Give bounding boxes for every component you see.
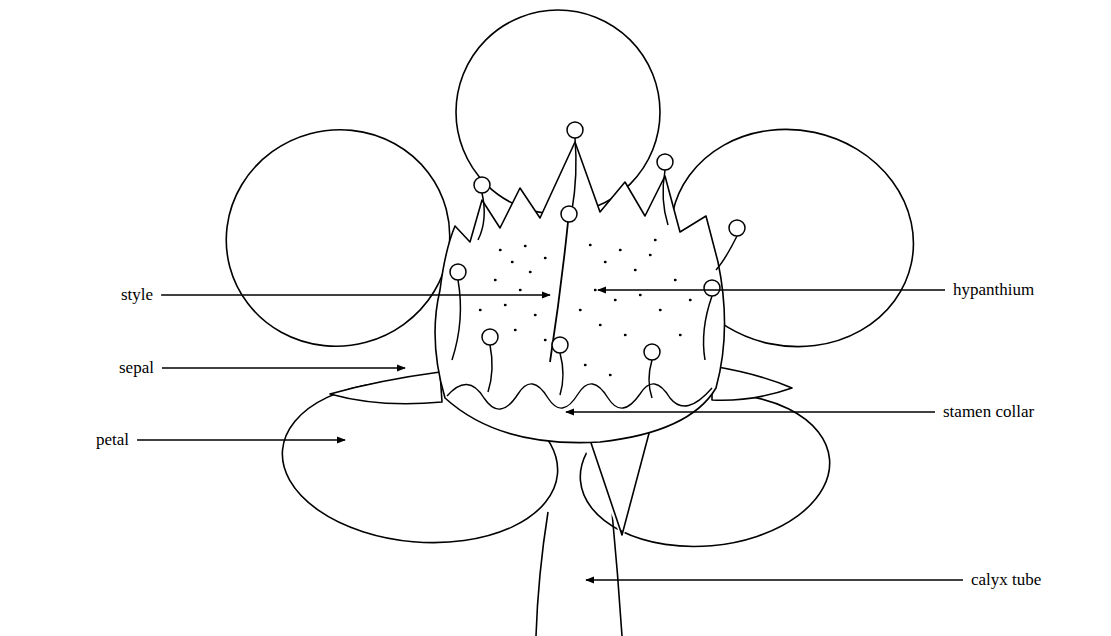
anther xyxy=(729,220,745,236)
part-label: style xyxy=(120,285,154,305)
anther xyxy=(644,344,660,360)
filament xyxy=(704,296,712,360)
sepal-shape xyxy=(330,372,442,404)
part-label: sepal xyxy=(118,358,155,378)
calyx-tube-side xyxy=(536,512,548,636)
filament xyxy=(478,193,484,240)
anther xyxy=(482,329,498,345)
leader-line xyxy=(598,289,945,290)
part-label: hypanthium xyxy=(952,280,1035,300)
filament xyxy=(488,345,492,392)
anther xyxy=(450,264,466,280)
leader-line xyxy=(566,411,935,412)
style-line xyxy=(550,222,568,362)
anther xyxy=(567,122,583,138)
hypanthium-cup xyxy=(435,142,724,443)
anther xyxy=(552,337,568,353)
filament xyxy=(663,170,668,225)
stamen-collar-wave xyxy=(447,384,712,409)
leader-lines xyxy=(137,290,963,580)
anthers xyxy=(450,122,745,360)
sepal-shape xyxy=(712,366,792,400)
anther xyxy=(474,177,490,193)
filament xyxy=(560,353,563,395)
stigma xyxy=(561,206,577,222)
petal-shape xyxy=(202,105,474,372)
petals xyxy=(202,10,934,557)
stipple-dots xyxy=(480,240,691,375)
stamens xyxy=(452,138,737,398)
anther xyxy=(657,154,673,170)
part-label: petal xyxy=(95,430,130,450)
cup-outline xyxy=(435,142,724,443)
calyx-tube-shape xyxy=(536,512,622,636)
anther xyxy=(704,280,720,296)
filament xyxy=(649,360,652,398)
leader-line xyxy=(161,294,550,295)
leader-line xyxy=(586,579,963,580)
filament xyxy=(716,236,737,270)
filament xyxy=(572,138,576,210)
leader-line xyxy=(137,439,345,440)
part-label: stamen collar xyxy=(942,402,1035,422)
part-label: calyx tube xyxy=(970,570,1042,590)
filament xyxy=(452,280,460,360)
leader-line xyxy=(162,367,405,368)
